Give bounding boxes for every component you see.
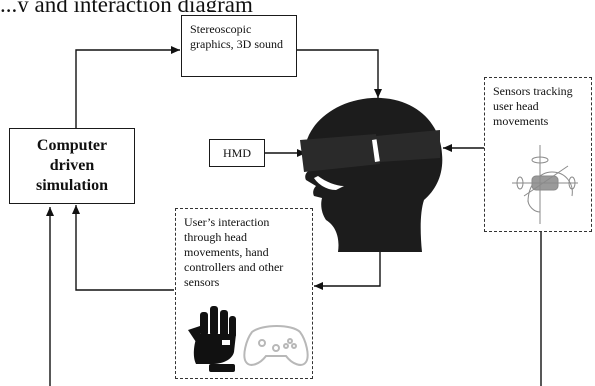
interaction-node: User’s interaction through head movement… bbox=[175, 208, 313, 379]
arrow-interaction-to-computer bbox=[72, 205, 174, 291]
diagram-top-caption: ...y and interaction diagram bbox=[0, 0, 340, 12]
interaction-label: User’s interaction through head movement… bbox=[184, 215, 284, 289]
hmd-node: HMD bbox=[209, 139, 265, 167]
arrow-head-to-interaction bbox=[314, 252, 381, 290]
hand-glove-icon bbox=[188, 306, 236, 372]
computer-simulation-label: Computer driven simulation bbox=[35, 137, 108, 194]
arrow-graphics-to-head bbox=[297, 49, 382, 98]
vr-headset-head-icon bbox=[300, 97, 443, 252]
sensors-label: Sensors tracking user head movements bbox=[493, 84, 573, 128]
sensors-node: Sensors tracking user head movements bbox=[484, 77, 592, 232]
arrow-computer-to-graphics bbox=[75, 46, 180, 128]
hmd-label: HMD bbox=[222, 145, 251, 160]
head-tracking-axes-icon bbox=[512, 145, 578, 224]
graphics-node: Stereoscopic graphics, 3D sound bbox=[181, 15, 297, 77]
connectors bbox=[46, 46, 542, 386]
graphics-label: Stereoscopic graphics, 3D sound bbox=[190, 22, 283, 51]
computer-simulation-node: Computer driven simulation bbox=[9, 128, 135, 204]
game-controller-icon bbox=[243, 325, 309, 366]
